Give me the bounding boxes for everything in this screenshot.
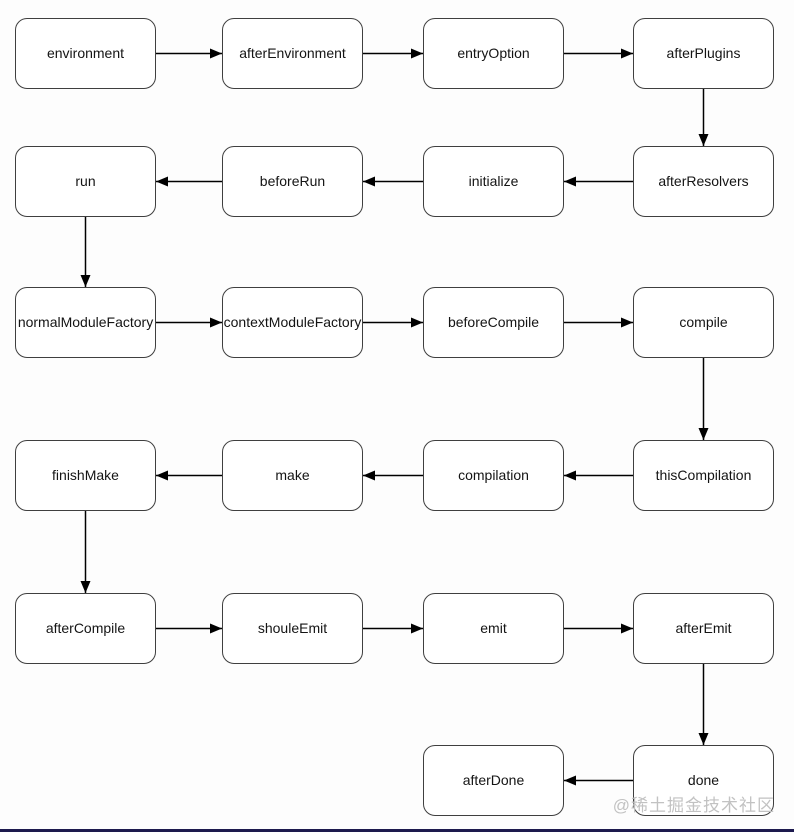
node-afterPlugins: afterPlugins: [633, 18, 774, 89]
node-initialize: initialize: [423, 146, 564, 217]
node-label: afterResolvers: [658, 172, 749, 189]
node-afterResolvers: afterResolvers: [633, 146, 774, 217]
node-make: make: [222, 440, 363, 511]
node-label: afterEmit: [675, 619, 732, 636]
node-label: contextModuleFactory: [223, 313, 362, 330]
node-label: environment: [46, 44, 125, 61]
node-compile: compile: [633, 287, 774, 358]
node-label: compile: [679, 313, 728, 330]
node-label: afterCompile: [45, 619, 126, 636]
node-entryOption: entryOption: [423, 18, 564, 89]
node-label: afterEnvironment: [239, 44, 346, 61]
node-beforeCompile: beforeCompile: [423, 287, 564, 358]
node-label: run: [75, 172, 96, 189]
bottom-strip: [0, 832, 794, 836]
node-normalModuleFactory: normalModuleFactory: [15, 287, 156, 358]
node-label: compilation: [458, 466, 529, 483]
node-thisCompilation: thisCompilation: [633, 440, 774, 511]
bottom-bar: [0, 829, 794, 832]
node-label: initialize: [468, 172, 519, 189]
node-afterCompile: afterCompile: [15, 593, 156, 664]
node-environment: environment: [15, 18, 156, 89]
node-label: thisCompilation: [655, 466, 752, 483]
node-compilation: compilation: [423, 440, 564, 511]
node-label: done: [687, 771, 720, 788]
node-label: afterDone: [462, 771, 525, 788]
node-afterDone: afterDone: [423, 745, 564, 816]
node-label: entryOption: [457, 44, 530, 61]
node-beforeRun: beforeRun: [222, 146, 363, 217]
node-emit: emit: [423, 593, 564, 664]
node-contextModuleFactory: contextModuleFactory: [222, 287, 363, 358]
node-label: beforeRun: [259, 172, 326, 189]
node-label: emit: [480, 619, 507, 636]
node-finishMake: finishMake: [15, 440, 156, 511]
node-afterEmit: afterEmit: [633, 593, 774, 664]
watermark: @稀土掘金技术社区: [612, 796, 775, 815]
node-label: beforeCompile: [447, 313, 540, 330]
node-afterEnvironment: afterEnvironment: [222, 18, 363, 89]
node-label: make: [275, 466, 310, 483]
node-label: shouleEmit: [257, 619, 328, 636]
node-label: afterPlugins: [666, 44, 741, 61]
node-label: finishMake: [52, 466, 119, 483]
node-done: done: [633, 745, 774, 816]
node-label: normalModuleFactory: [17, 313, 154, 330]
node-run: run: [15, 146, 156, 217]
node-shouleEmit: shouleEmit: [222, 593, 363, 664]
